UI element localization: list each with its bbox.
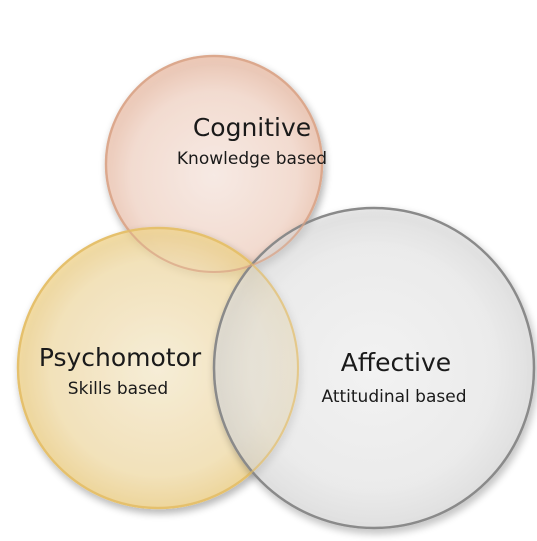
psychomotor-outline (17, 227, 299, 509)
psychomotor-subtitle: Skills based (67, 379, 169, 399)
cognitive-subtitle: Knowledge based (176, 149, 328, 169)
affective-circle (212, 206, 536, 530)
cognitive-outline (105, 55, 323, 273)
cognitive-title: Cognitive (192, 113, 312, 142)
psychomotor-title: Psychomotor (38, 343, 202, 372)
affective-subtitle: Attitudinal based (321, 387, 467, 407)
affective-title: Affective (340, 348, 452, 377)
